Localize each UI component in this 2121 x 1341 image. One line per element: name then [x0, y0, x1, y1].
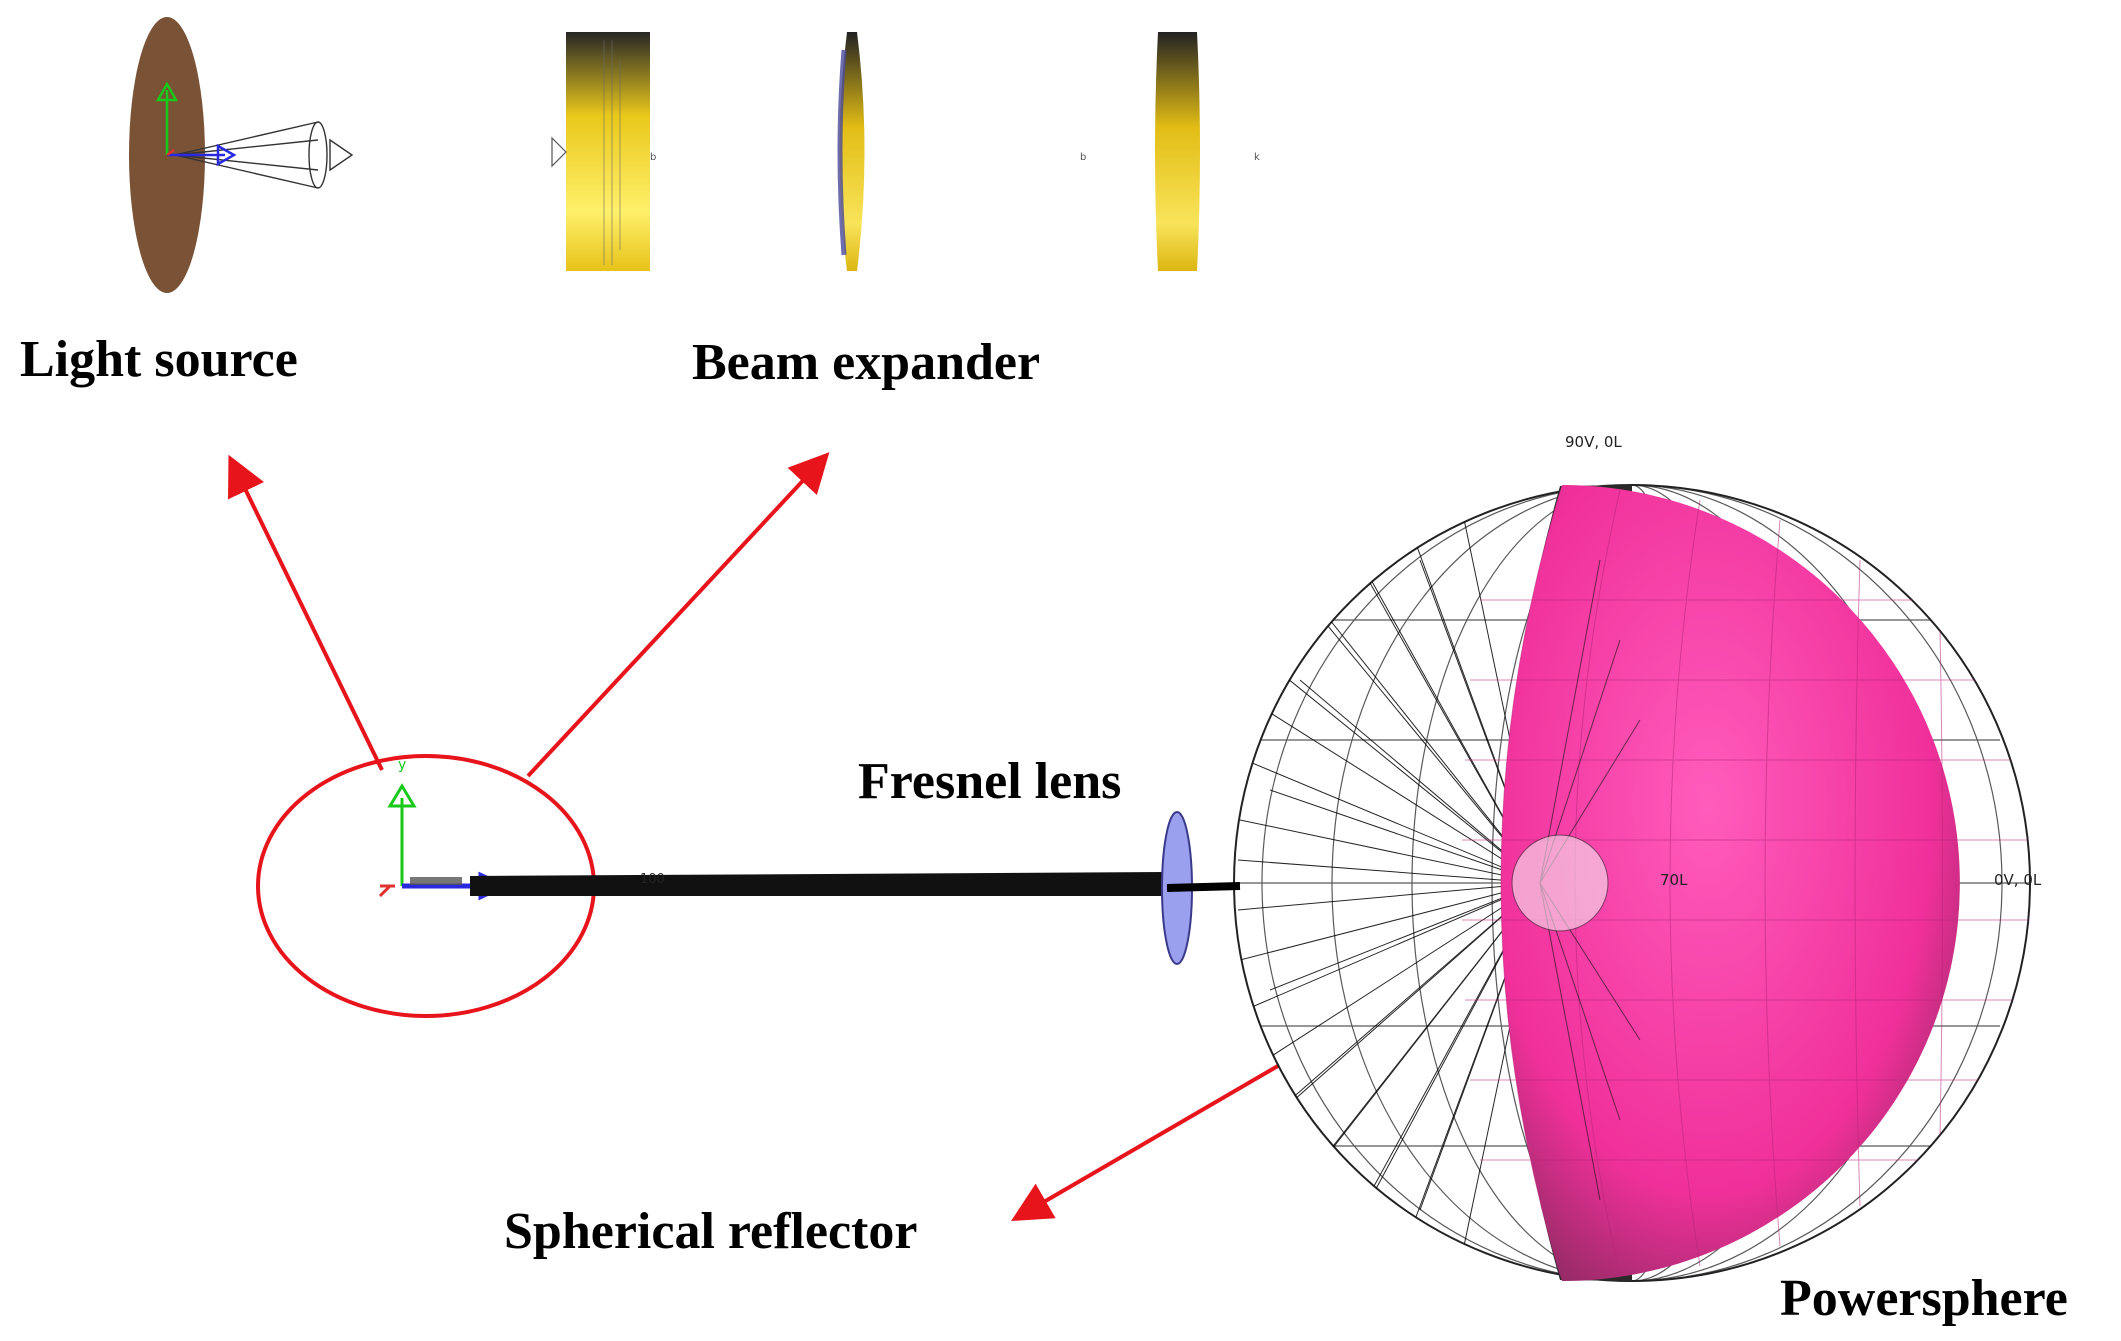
- axis-dim-label: 100: [640, 872, 665, 887]
- sphere-hemisphere: [1501, 485, 1960, 1281]
- beam-expander-model: b k b: [551, 32, 1260, 271]
- axis-y-label: y: [398, 757, 407, 773]
- label-spherical-reflector: Spherical reflector: [504, 1203, 918, 1260]
- light-source-model: [129, 17, 354, 293]
- assembly-y-arrow-icon: [387, 783, 417, 808]
- beam-path: [470, 872, 1170, 896]
- label-light-source: Light source: [20, 331, 298, 388]
- svg-text:b: b: [1080, 152, 1086, 163]
- expander-biconvex-lens-1-edge: [837, 49, 847, 256]
- label-powersphere: Powersphere: [1780, 1270, 2068, 1327]
- arrow-to-beam-expander: [526, 452, 830, 778]
- label-fresnel-lens: Fresnel lens: [858, 753, 1122, 810]
- reflector-focus: [1511, 834, 1609, 932]
- expander-cylinder-lens: [566, 32, 650, 271]
- source-y-arrow-icon: [155, 81, 179, 102]
- expander-biconvex-lens-2: [1155, 32, 1200, 271]
- arrow-to-light-source: [228, 454, 384, 771]
- source-x-axis: [166, 148, 175, 157]
- label-beam-expander: Beam expander: [692, 334, 1041, 391]
- source-z-arrow-icon: [216, 143, 237, 167]
- source-cone: [174, 121, 354, 189]
- expander-input-marker-icon: [551, 136, 567, 168]
- expander-biconvex-lens-1: [839, 32, 865, 271]
- sphere-tag-right: 0V, 0L: [1994, 871, 2042, 889]
- svg-text:k: k: [1254, 152, 1260, 163]
- sphere-tag-mid: 70L: [1660, 871, 1688, 889]
- svg-text:b: b: [650, 152, 656, 163]
- sphere-tag-top: 90V, 0L: [1565, 433, 1622, 451]
- powersphere-model: [1233, 484, 2031, 1282]
